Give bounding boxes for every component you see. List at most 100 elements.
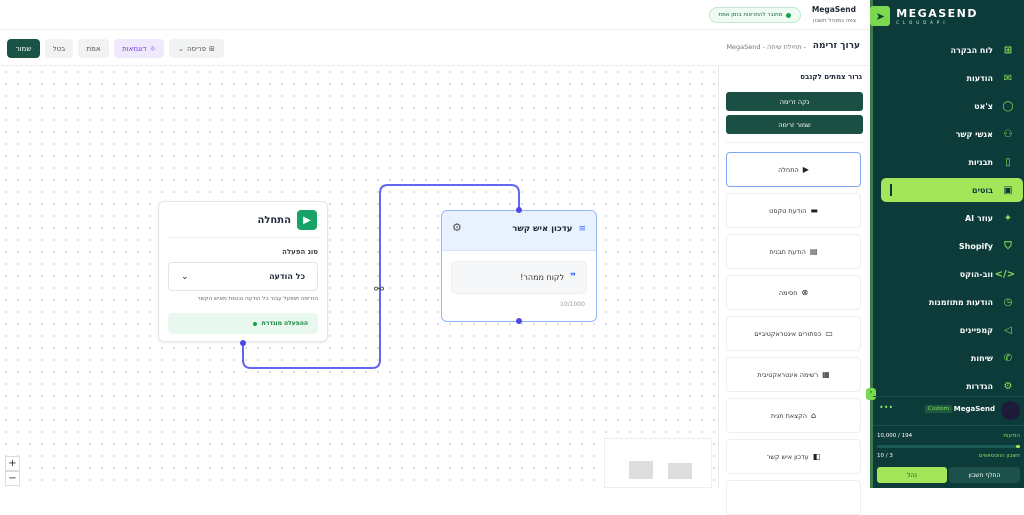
template-icon: ▤	[809, 247, 818, 256]
play-circle-icon: ▶	[297, 210, 317, 230]
zoom-in-button[interactable]: +	[5, 456, 20, 471]
output-handle[interactable]	[516, 318, 522, 324]
collapse-sidebar-button[interactable]: ‹	[866, 388, 876, 400]
save-flow-button[interactable]: שמור זרימה	[726, 115, 863, 134]
nav-label: הודעות מתוזמנות	[928, 297, 993, 307]
status-text: ההפעלה מוגדרת	[261, 320, 308, 327]
sidebar-item-scheduled[interactable]: ◷הודעות מתוזמנות	[881, 290, 1023, 314]
trigger-status: ההפעלה מוגדרת	[168, 313, 318, 334]
nav-label: בוטים	[972, 185, 993, 195]
account-sub: צפה כמנהל חשבון	[812, 18, 856, 24]
sidebar-item-bots[interactable]: ▣ בוטים	[881, 178, 1023, 202]
nav-label: קמפיינים	[959, 325, 993, 335]
sidebar-item-settings[interactable]: ⚙ הגדרות	[881, 374, 1023, 398]
plan-badge: Custom	[924, 405, 952, 413]
palette-item-more[interactable]	[726, 480, 861, 515]
item-label: עדכון איש קשר	[766, 452, 809, 461]
palette-item-update-contact[interactable]: ◧עדכון איש קשר	[726, 439, 861, 474]
item-label: הקצאת תגית	[770, 411, 807, 420]
chevron-down-icon: ⌄	[178, 44, 184, 53]
flow-canvas[interactable]	[0, 66, 718, 488]
unlink-icon[interactable]: ⚯	[374, 282, 384, 296]
palette-item-text-message[interactable]: ▬הודעת טקסט	[726, 193, 861, 228]
node-title: התחלה	[257, 214, 292, 226]
block-icon: ⊗	[801, 288, 809, 297]
code-icon: </>	[994, 268, 1015, 280]
item-label: התחלה	[778, 165, 799, 174]
lightbulb-icon: ☼	[149, 44, 156, 53]
edit-list-icon: ≡	[578, 224, 586, 234]
sidebar-item-webhooks[interactable]: </>ווב-הוקס	[881, 262, 1023, 286]
account-name: MegaSend	[811, 5, 856, 14]
palette-item-block[interactable]: ⊗חסימה	[726, 275, 861, 310]
book-icon: ◧	[812, 452, 821, 461]
palette-item-start[interactable]: ▶התחלה	[726, 152, 861, 187]
connector-edge[interactable]: ⚯	[0, 0, 718, 488]
sidebar-item-shopify[interactable]: ⛉Shopify	[881, 234, 1023, 258]
sparkle-icon: ✦	[1003, 212, 1013, 224]
chat-icon: ▬	[810, 206, 818, 215]
palette-item-interactive-list[interactable]: ▦רשימה אינטראקטיבית	[726, 357, 861, 392]
status-dot-icon	[786, 12, 792, 18]
sidebar-item-ai-assistant[interactable]: ✦עוזר AI	[881, 206, 1023, 230]
brand-name: MEGASEND	[896, 7, 978, 20]
brand-sub: CLOUDAPI	[896, 20, 949, 25]
start-node[interactable]: ▶ התחלה סוג הפעלה כל הודעה ⌄ הזרימה תופע…	[158, 201, 328, 342]
layout-icon: ⊞	[209, 44, 215, 53]
palette-item-template-message[interactable]: ▤הודעת תבנית	[726, 234, 861, 269]
sidebar-item-dashboard[interactable]: ⊞לוח הבקרה	[881, 38, 1023, 62]
palette-item-assign-tag[interactable]: ⌂ הקצאת תגית	[726, 398, 861, 433]
minimap[interactable]	[604, 438, 712, 488]
zoom-out-button[interactable]: −	[5, 471, 20, 486]
quote-icon: ❞	[570, 272, 576, 283]
sidebar-item-campaigns[interactable]: ◁קמפיינים	[881, 318, 1023, 342]
input-handle[interactable]	[516, 207, 522, 213]
layout-dropdown[interactable]: ⌄פריסה⊞	[169, 39, 224, 58]
account-name: MegaSend	[953, 405, 995, 413]
more-options-icon[interactable]: •••	[879, 403, 894, 412]
switch-account-button[interactable]: החלף חשבון	[949, 467, 1020, 483]
messages-usage-label: הודעות	[1003, 433, 1020, 439]
gear-icon[interactable]: ⚙	[452, 221, 462, 234]
update-contact-node[interactable]: ≡ עדכון איש קשר ⚙ ❞ לקוח ממהר! 10/1000	[441, 210, 597, 322]
messages-usage-bar	[877, 445, 1020, 448]
nav-label: הגדרות	[966, 381, 993, 391]
manage-button[interactable]: נהל	[877, 467, 947, 483]
shopify-icon: ⛉	[1004, 240, 1012, 252]
bank-icon: ⌂	[811, 411, 817, 420]
wa-accounts-label: חשבון הווטסאפים	[978, 453, 1020, 459]
cancel-button[interactable]: בטל	[45, 39, 73, 58]
nav-label: צ'אט	[974, 101, 993, 111]
palette-item-interactive-buttons[interactable]: ▭כפתורים אינטראקטיביים	[726, 316, 861, 351]
item-label: הודעת טקסט	[769, 206, 807, 215]
examples-button[interactable]: דוגמאות☼	[114, 39, 164, 58]
nav-label: שיחות	[970, 353, 993, 363]
verify-button[interactable]: אמת	[78, 39, 109, 58]
gear-icon: ⚙	[1003, 380, 1013, 392]
sidebar-item-messages[interactable]: ✉הודעות	[881, 66, 1023, 90]
trigger-type-select[interactable]: כל הודעה ⌄	[168, 262, 318, 291]
sidebar-item-contacts[interactable]: ⚇אנשי קשר	[881, 122, 1023, 146]
avatar[interactable]	[1001, 401, 1020, 420]
sidebar-item-chat[interactable]: ◯ צ'אט	[881, 94, 1023, 118]
bot-icon: ▣	[1003, 184, 1013, 196]
output-handle[interactable]	[240, 340, 246, 346]
item-label: כפתורים אינטראקטיביים	[754, 329, 822, 338]
node-palette: גרור צמתים לקנבס נקה זרימה שמור זרימה ▶ה…	[718, 66, 870, 515]
nav-label: לוח הבקרה	[950, 45, 993, 55]
trigger-type-label: סוג הפעלה	[282, 248, 318, 256]
chat-icon: ◯	[1002, 100, 1014, 112]
status-text: מחובר להתראות בזמן אמת	[718, 12, 783, 18]
wa-accounts-value: 10 / 3	[877, 453, 893, 459]
users-icon: ⚇	[1003, 128, 1013, 140]
sidebar-item-calls[interactable]: ✆שיחות	[881, 346, 1023, 370]
message-preview[interactable]: ❞ לקוח ממהר!	[451, 261, 587, 294]
save-button[interactable]: שמור	[7, 39, 40, 58]
clear-flow-button[interactable]: נקה זרימה	[726, 92, 863, 111]
select-value: כל הודעה	[269, 272, 305, 281]
sidebar-item-templates[interactable]: ▯תבניות	[881, 150, 1023, 174]
status-dot-icon	[252, 321, 257, 326]
layout-label: פריסה	[186, 44, 206, 53]
